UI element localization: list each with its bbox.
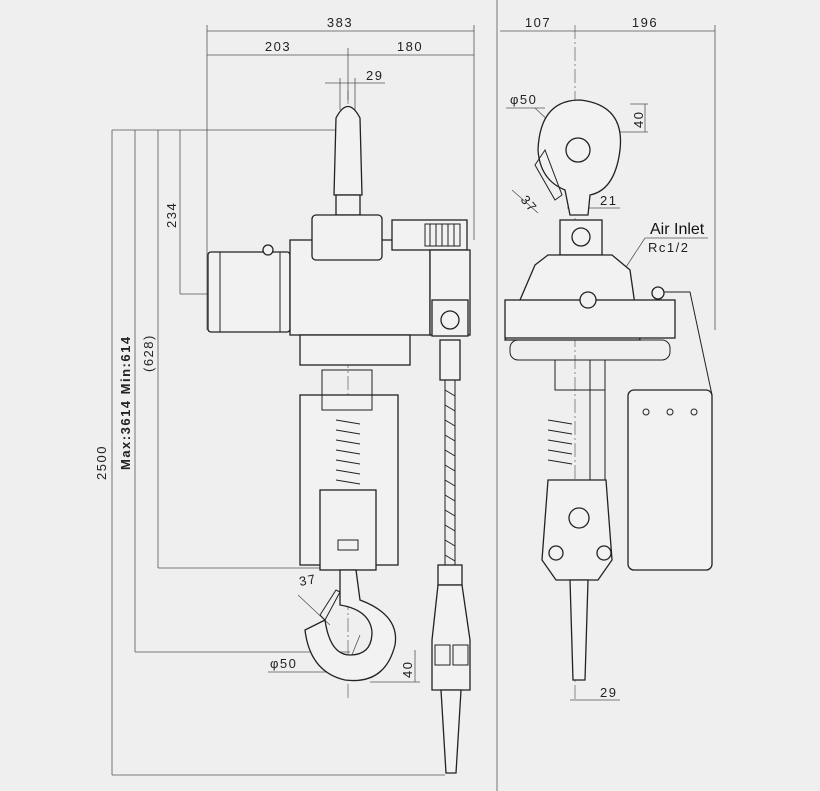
left-dimensions: 383 203 180 29 2500 Max:3614 Min:614 (62… bbox=[94, 15, 475, 776]
dim-2500: 2500 bbox=[94, 445, 109, 480]
bottom-hook bbox=[304, 569, 397, 682]
chain-bag bbox=[627, 389, 713, 571]
dim-29-top: 29 bbox=[366, 68, 383, 83]
pendant-down-button bbox=[434, 644, 451, 666]
dim-107: 107 bbox=[525, 15, 551, 30]
dim-40-right: 40 bbox=[631, 111, 646, 128]
dim-203: 203 bbox=[265, 39, 291, 54]
dim-234: 234 bbox=[164, 202, 179, 228]
bottom-hook-side bbox=[569, 579, 589, 681]
right-dimensions: 107 196 φ50 40 37 21 Air Inlet Rc1/2 4 2… bbox=[500, 15, 716, 701]
dim-max-min: Max:3614 Min:614 bbox=[118, 335, 133, 470]
dim-40-left: 40 bbox=[400, 661, 415, 678]
spring bbox=[335, 419, 361, 485]
right-hoist-view bbox=[504, 99, 713, 681]
pendant-controller bbox=[431, 584, 471, 691]
dim-196: 196 bbox=[632, 15, 658, 30]
dim-phi50-right: φ50 bbox=[510, 92, 537, 107]
hook-block-side bbox=[541, 479, 613, 581]
dim-21: 21 bbox=[600, 193, 617, 208]
dim-29-bottom: 29 bbox=[600, 685, 617, 700]
dim-383: 383 bbox=[327, 15, 353, 30]
dim-37-left: 37 bbox=[298, 571, 318, 589]
hook-block bbox=[319, 489, 377, 571]
air-inlet-thread: Rc1/2 bbox=[648, 240, 689, 255]
air-inlet-label: Air Inlet bbox=[650, 221, 705, 238]
dim-phi50-left: φ50 bbox=[270, 656, 297, 671]
dim-180: 180 bbox=[397, 39, 423, 54]
pendant-up-button bbox=[452, 644, 469, 666]
dim-628: (628) bbox=[141, 334, 156, 372]
load-chain bbox=[589, 360, 606, 480]
left-hoist-view bbox=[207, 90, 471, 774]
top-hook bbox=[333, 105, 363, 196]
